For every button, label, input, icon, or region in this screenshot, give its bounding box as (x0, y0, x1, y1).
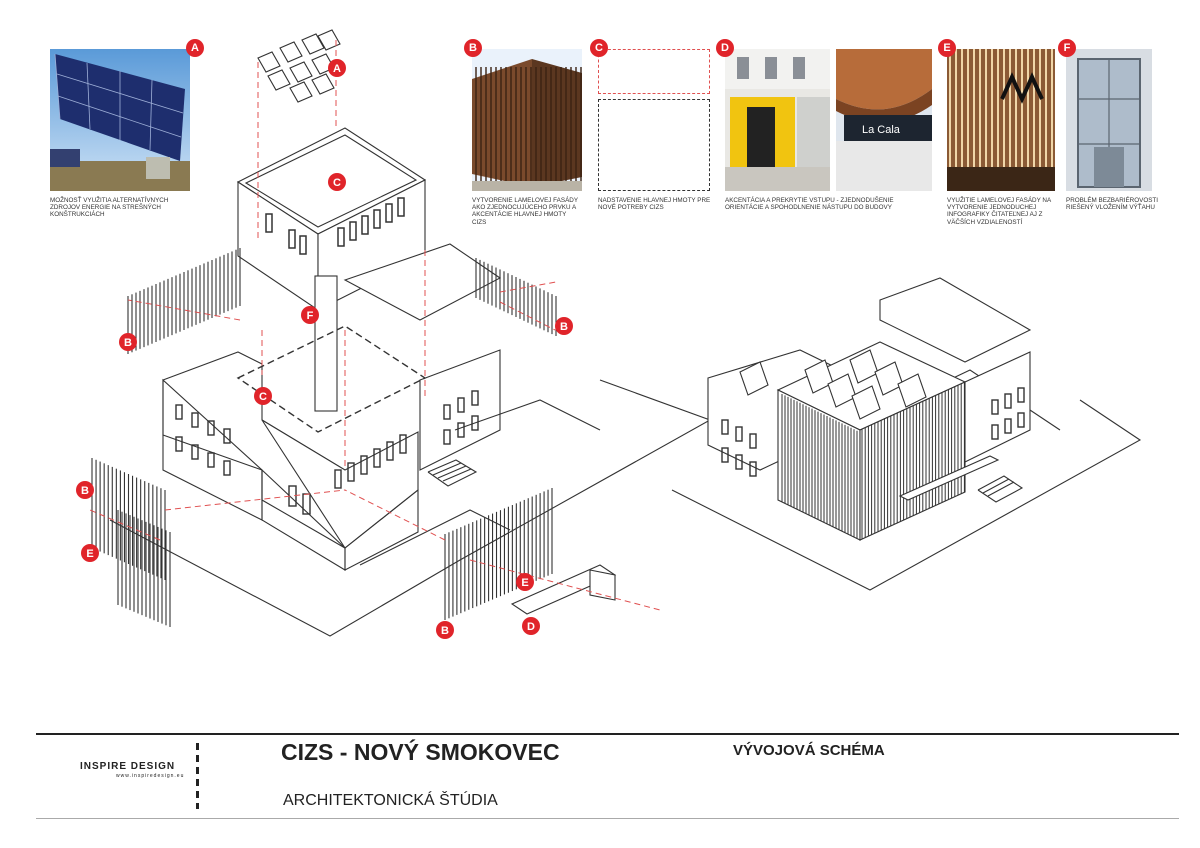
logo-web: www.inspiredesign.eu (116, 773, 185, 779)
caption-c: Nadstavenie hlavnej hmoty pre nové potre… (598, 197, 711, 212)
entrance-photo-1 (725, 49, 830, 191)
marker-c-top: C (328, 173, 346, 191)
infographic-photo (947, 49, 1055, 191)
title-block: INSPIRE DESIGN www.inspiredesign.eu CIZS… (36, 733, 1179, 819)
project-title: CIZS - NOVÝ SMOKOVEC (281, 739, 560, 765)
marker-a: A (328, 59, 346, 77)
sheet-title: VÝVOJOVÁ SCHÉMA (733, 742, 885, 759)
svg-text:A: A (333, 63, 341, 75)
marker-b-bottom: B (436, 621, 454, 639)
caption-e: Využitie lamelovej fasády na vytvorenie … (947, 197, 1051, 226)
elevator-shaft (314, 275, 338, 412)
marker-b-left-top: B (119, 333, 137, 351)
entrance-photo-2: La Cala (836, 49, 932, 191)
badge-e: E (938, 39, 956, 57)
main-mass-footprint (236, 325, 427, 433)
upper-mass-outline (598, 49, 710, 94)
main-building (109, 243, 712, 637)
badge-f: F (1058, 39, 1076, 57)
marker-e-right: E (516, 573, 534, 591)
logo-divider (196, 743, 199, 809)
exploded-solar-panels (257, 29, 341, 103)
svg-text:F: F (307, 310, 314, 322)
badge-b: B (464, 39, 482, 57)
axonometric-drawing: A C C F B B B E E B D (76, 29, 1142, 639)
svg-text:E: E (86, 548, 93, 560)
svg-text:B: B (81, 485, 89, 497)
title-block-bottom-rule (36, 818, 1179, 819)
entrance-canopy (510, 564, 617, 615)
markers: A C C F B B B E E B D (76, 59, 573, 639)
svg-text:D: D (527, 621, 535, 633)
badge-a: A (186, 39, 204, 57)
caption-a: Možnosť využitia alternatívnych zdrojov … (50, 197, 169, 219)
svg-text:C: C (333, 177, 341, 189)
marker-e-left: E (81, 544, 99, 562)
marker-b-right-top: B (555, 317, 573, 335)
project-subtitle: ARCHITEKTONICKÁ ŠTÚDIA (283, 792, 498, 809)
marker-c-mid: C (254, 387, 272, 405)
main-mass-outline (598, 99, 710, 191)
svg-text:B: B (124, 337, 132, 349)
caption-d: Akcentácia a prekrytie vstupu - zjednodu… (725, 197, 894, 212)
sign-text: La Cala (862, 124, 901, 136)
marker-d: D (522, 617, 540, 635)
svg-text:C: C (259, 391, 267, 403)
explosion-lines (89, 40, 661, 611)
solar-photo (50, 49, 190, 191)
marker-f: F (301, 306, 319, 324)
badge-d: D (716, 39, 734, 57)
stairs-left (427, 459, 478, 487)
elevator-photo (1066, 49, 1152, 191)
logo-name: INSPIRE DESIGN (80, 761, 176, 772)
svg-text:E: E (521, 577, 528, 589)
lamella-facade-photo (472, 49, 582, 191)
title-block-top-rule (36, 733, 1179, 735)
marker-b-left-bottom: B (76, 481, 94, 499)
badge-c: C (590, 39, 608, 57)
caption-b: Vytvorenie lamelovej fasády ako zjednocu… (472, 197, 578, 226)
svg-text:B: B (441, 625, 449, 637)
svg-text:B: B (560, 321, 568, 333)
final-building (671, 277, 1142, 591)
caption-f: Problém bezbariérovosti riešený vložením… (1066, 197, 1159, 212)
